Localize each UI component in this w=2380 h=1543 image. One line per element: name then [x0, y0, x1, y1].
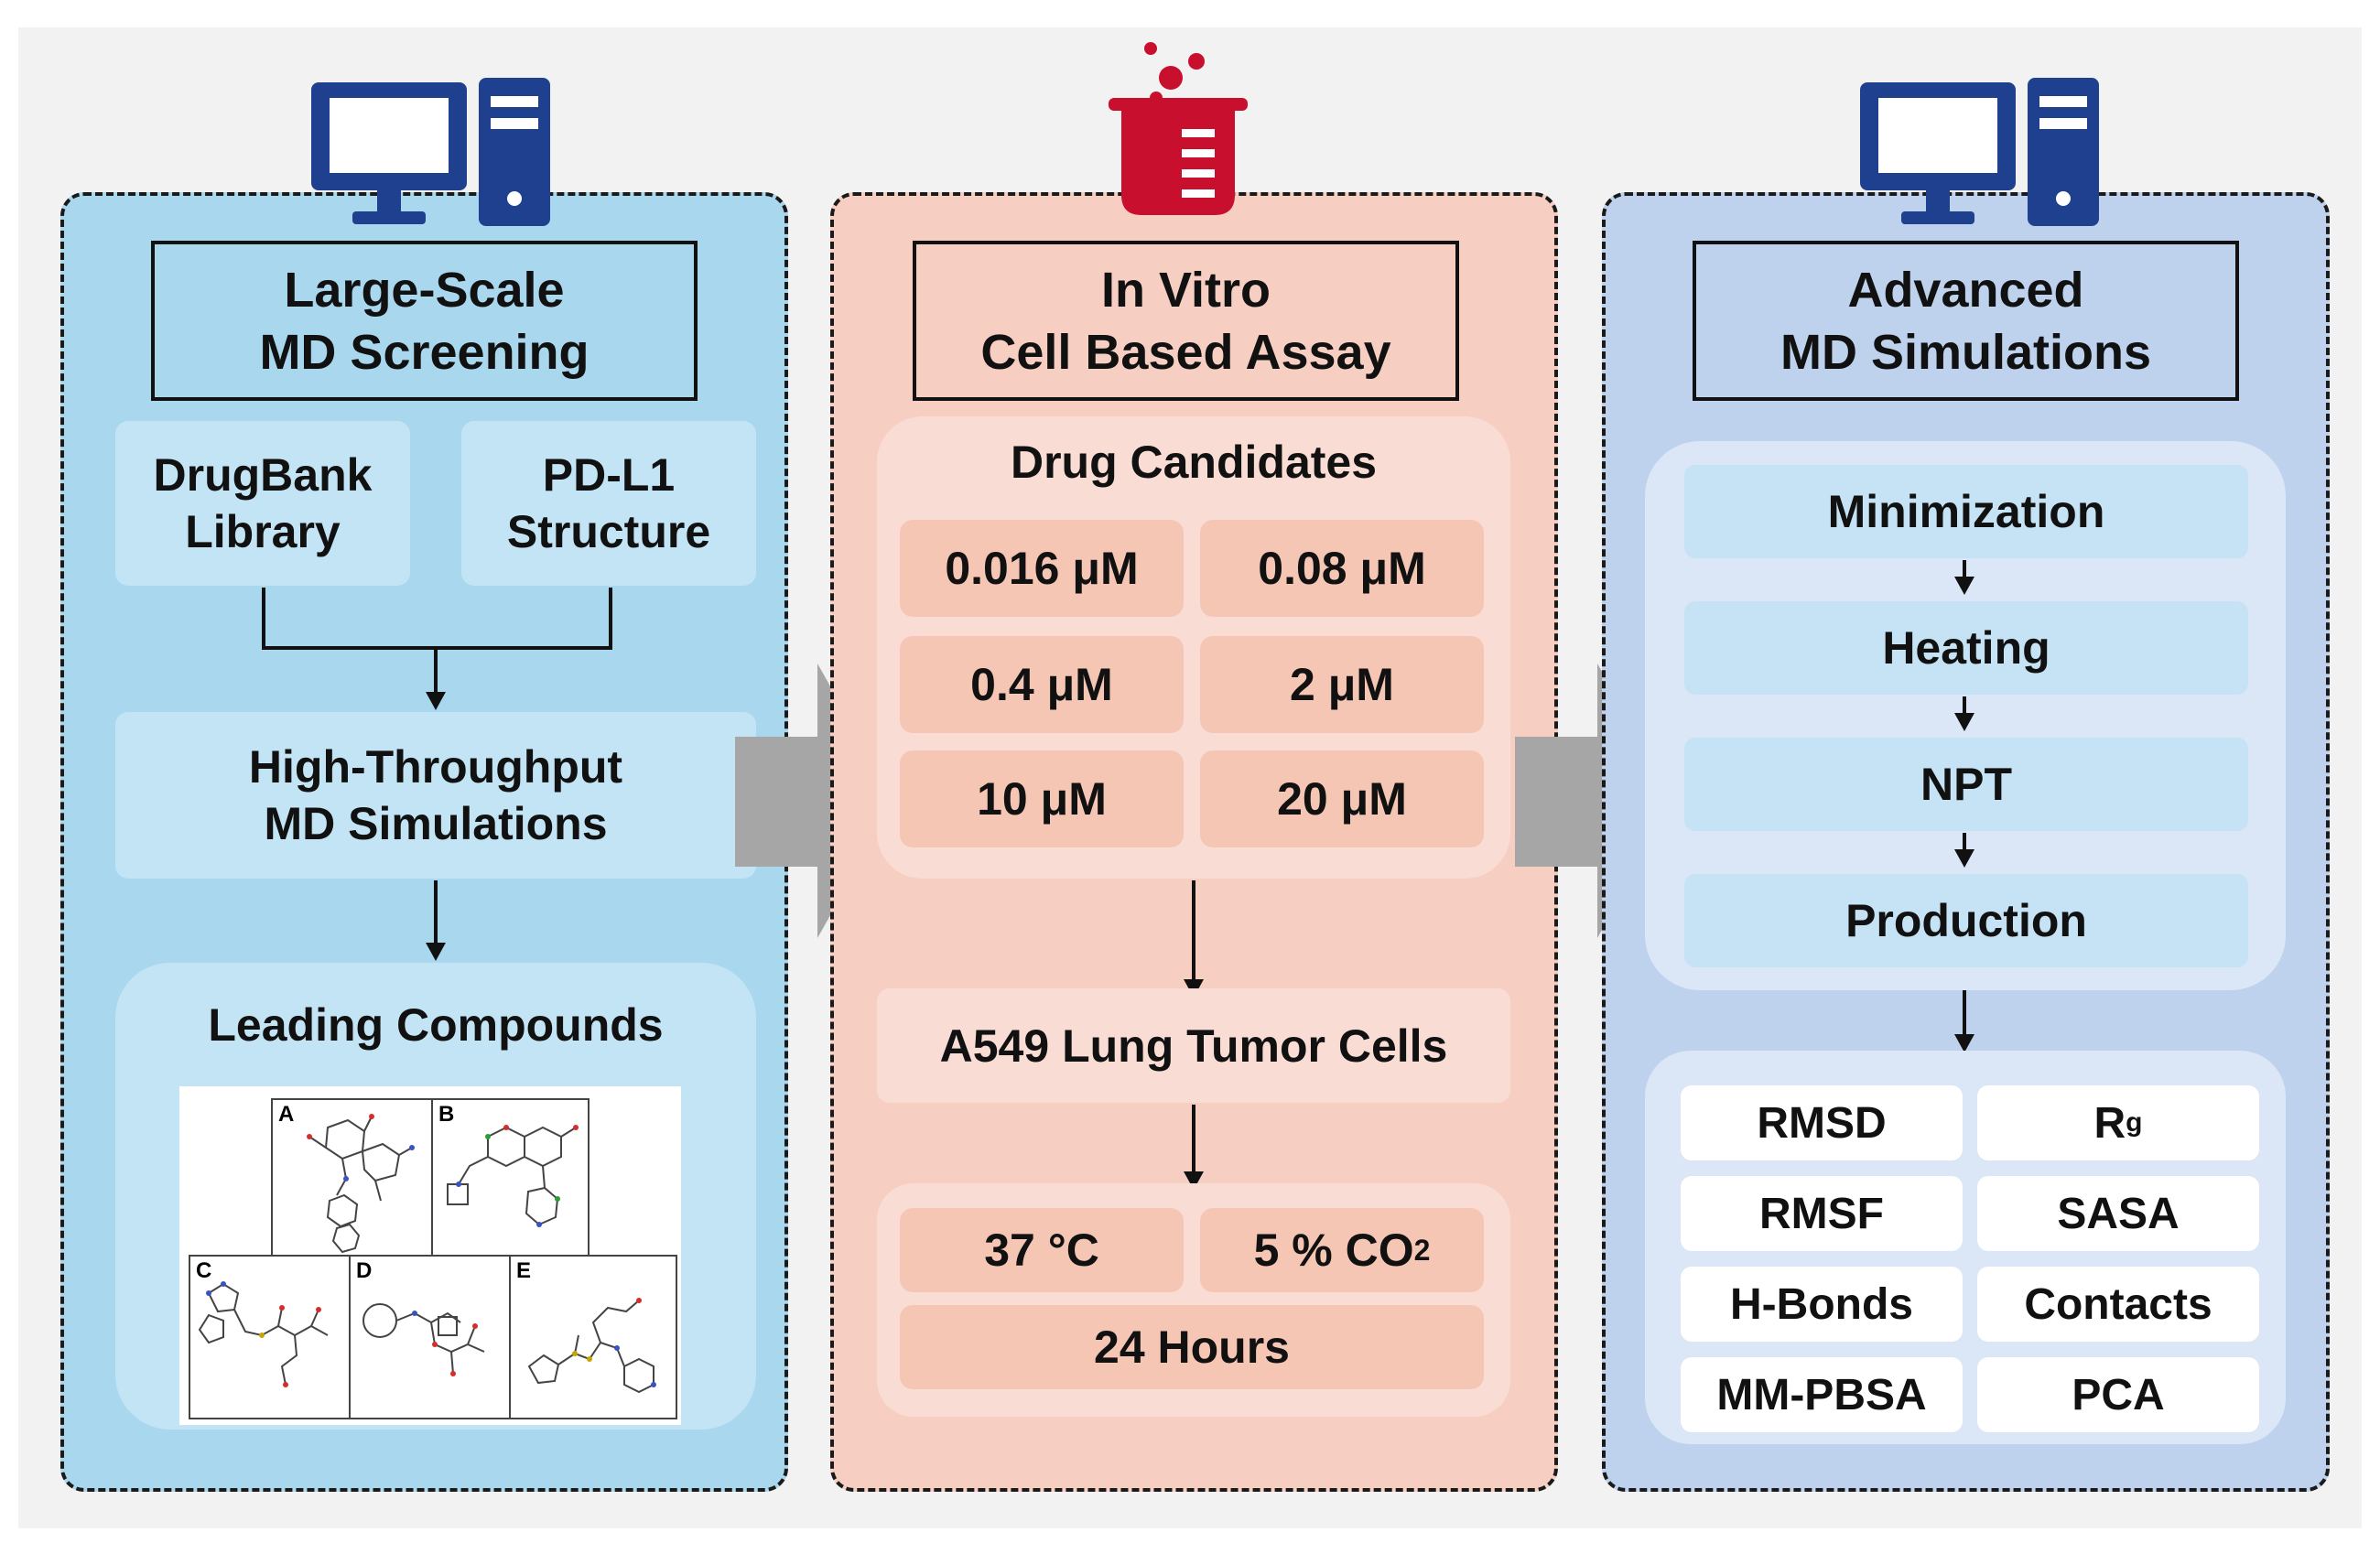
step-minimization: Minimization	[1684, 465, 2248, 558]
analysis-cell: RMSD	[1681, 1085, 1963, 1160]
analysis-cell: Contacts	[1977, 1267, 2259, 1342]
concentration-cell: 20 μM	[1200, 750, 1484, 847]
panel3-title: Advanced MD Simulations	[1693, 241, 2239, 401]
concentration-cell: 2 μM	[1200, 636, 1484, 733]
panel1-title: Large-Scale MD Screening	[151, 241, 698, 401]
down-arrow	[1954, 696, 1974, 731]
analysis-cell: SASA	[1977, 1176, 2259, 1251]
analysis-cell: PCA	[1977, 1357, 2259, 1432]
compound-d-structure: D	[349, 1255, 511, 1419]
connector-line	[609, 588, 612, 650]
a549-cells-box: A549 Lung Tumor Cells	[877, 988, 1510, 1103]
computer-icon	[311, 78, 558, 229]
down-arrow	[1184, 1105, 1204, 1190]
analysis-cell: H-Bonds	[1681, 1267, 1963, 1342]
beaker-icon	[1105, 41, 1251, 224]
drugbank-library-box: DrugBank Library	[115, 421, 410, 586]
co2-subscript: 2	[1413, 1233, 1431, 1267]
hours-cell: 24 Hours	[900, 1305, 1484, 1389]
rg-label: R	[2093, 1098, 2126, 1148]
down-arrow	[426, 648, 446, 710]
down-arrow	[1184, 880, 1204, 998]
high-throughput-md-box: High-Throughput MD Simulations	[115, 712, 756, 879]
compound-e-structure: E	[509, 1255, 677, 1419]
concentration-cell: 0.4 μM	[900, 636, 1184, 733]
down-arrow	[426, 880, 446, 961]
rg-subscript: g	[2126, 1107, 2143, 1138]
co2-label: 5 % CO	[1253, 1225, 1414, 1276]
concentration-cell: 0.016 μM	[900, 520, 1184, 617]
computer-icon	[1860, 78, 2107, 229]
compound-c-structure: C	[189, 1255, 351, 1419]
analysis-cell: MM-PBSA	[1681, 1357, 1963, 1432]
step-production: Production	[1684, 874, 2248, 967]
drug-candidates-title: Drug Candidates	[1010, 437, 1378, 488]
connector-line	[262, 588, 265, 650]
concentration-cell: 0.08 μM	[1200, 520, 1484, 617]
panel2-title: In Vitro Cell Based Assay	[913, 241, 1459, 401]
compound-a-structure: A	[271, 1098, 433, 1257]
compound-b-structure: B	[431, 1098, 590, 1257]
step-heating: Heating	[1684, 601, 2248, 695]
down-arrow	[1954, 560, 1974, 595]
step-npt: NPT	[1684, 738, 2248, 831]
down-arrow	[1954, 990, 1974, 1052]
pdl1-structure-box: PD-L1 Structure	[461, 421, 756, 586]
temperature-cell: 37 °C	[900, 1208, 1184, 1292]
concentration-cell: 10 μM	[900, 750, 1184, 847]
leading-compounds-title: Leading Compounds	[208, 999, 664, 1051]
down-arrow	[1954, 833, 1974, 868]
analysis-cell: RMSF	[1681, 1176, 1963, 1251]
